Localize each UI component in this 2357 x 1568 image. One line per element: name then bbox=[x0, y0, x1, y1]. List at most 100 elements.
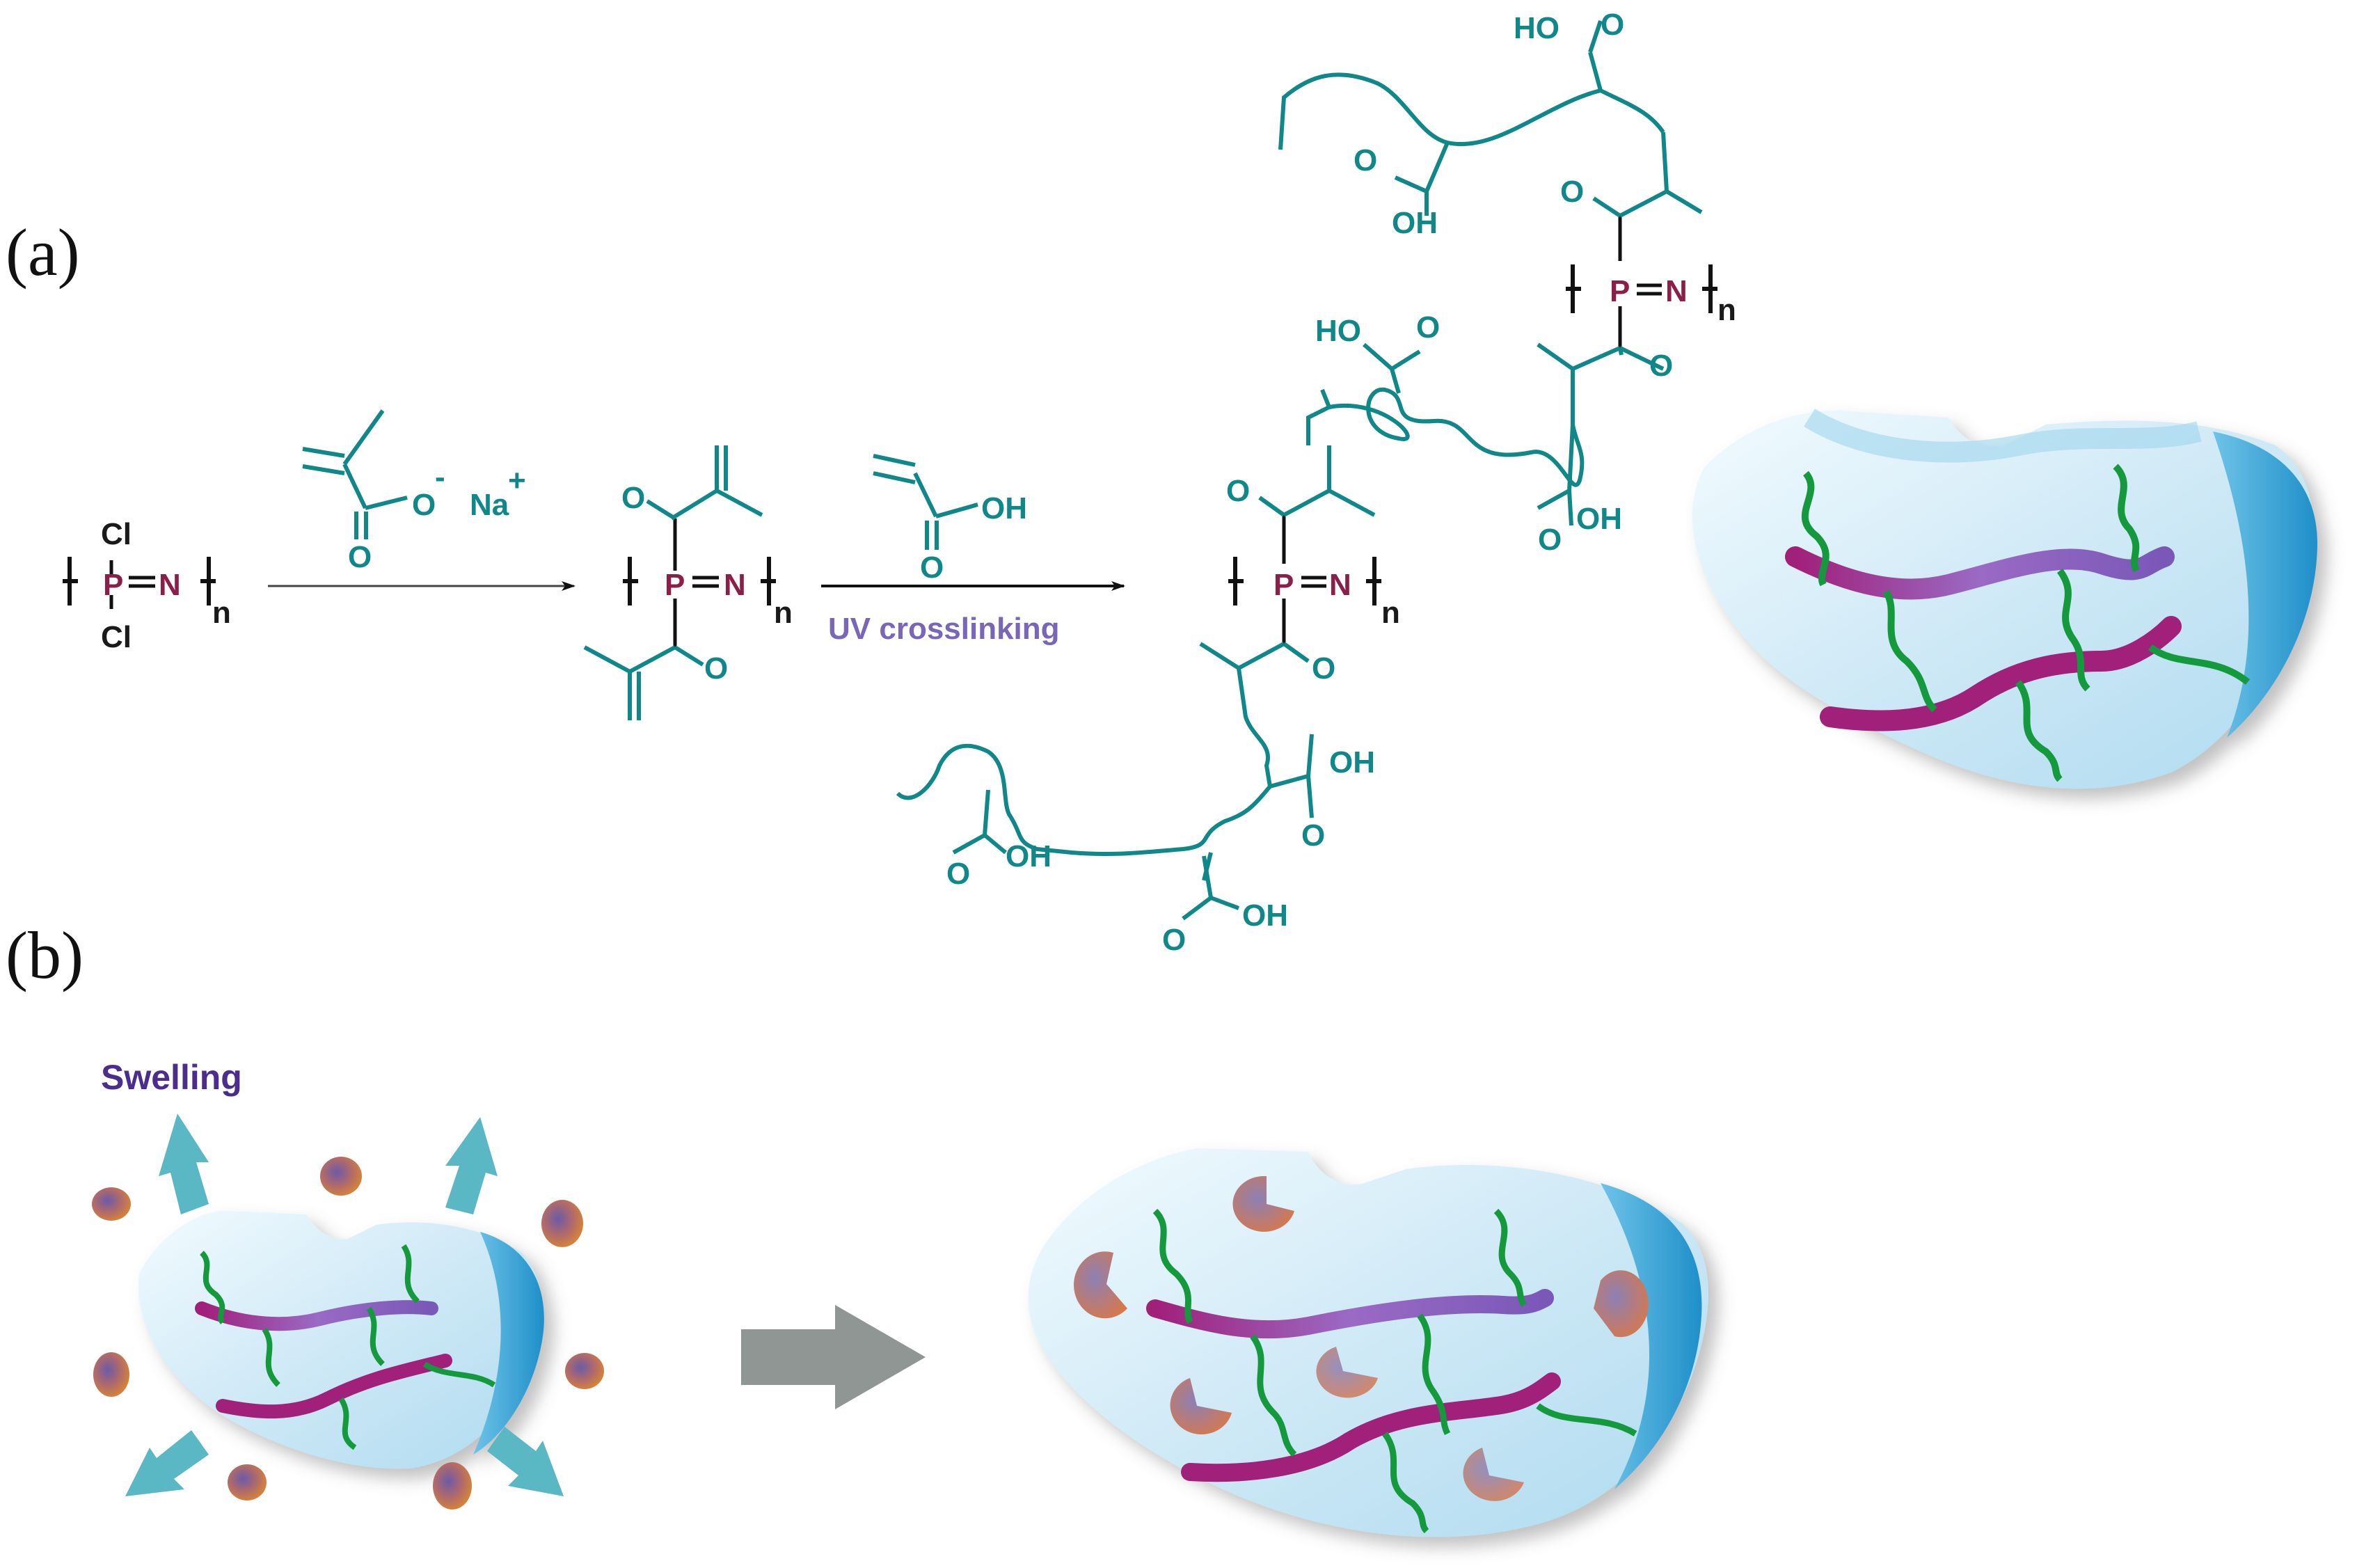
monomer-brackets bbox=[63, 557, 216, 605]
product-main-p: P bbox=[1273, 568, 1294, 602]
drug-particles-outside bbox=[92, 1157, 604, 1510]
panel-label-b: (b) bbox=[6, 918, 84, 992]
loaded-drug-5 bbox=[1316, 1347, 1378, 1398]
reagent1-bonds bbox=[302, 409, 408, 539]
polymer-chain-magenta-a bbox=[1820, 616, 2182, 731]
polymer-chain-violet-b-right bbox=[1146, 1289, 1554, 1339]
product-mid-o: O bbox=[1416, 310, 1440, 345]
product-left-acid-oh: OH bbox=[1392, 206, 1438, 240]
drug-particle-1 bbox=[92, 1187, 131, 1221]
swelling-label: Swelling bbox=[101, 1058, 242, 1097]
crosslink-2-b-left bbox=[262, 1327, 280, 1387]
intermediate-top-group bbox=[646, 445, 763, 521]
crosslink-1-b-right bbox=[1152, 1208, 1193, 1324]
reagent-acrylic-acid: OH O bbox=[873, 454, 1027, 585]
intermediate-subscript-n: n bbox=[774, 596, 793, 630]
product-right-acid-bonds bbox=[1269, 734, 1314, 818]
swelling-arrows bbox=[125, 1114, 564, 1496]
monomer-cl-bottom: Cl bbox=[101, 620, 132, 654]
product-main-top-carbonyl bbox=[1258, 445, 1376, 517]
loaded-drug-3 bbox=[1594, 1270, 1649, 1338]
product-structure: P N n O HO O O OH O O OH HO O P N n O O bbox=[896, 8, 1736, 957]
product-left-bottom-o: O bbox=[946, 857, 970, 891]
polymer-chain-magenta-b-left bbox=[216, 1354, 452, 1419]
polymer-chain-magenta-b-right bbox=[1181, 1372, 1561, 1482]
product-bottom-oh: OH bbox=[1242, 898, 1288, 933]
reagent1-o-carbonyl: O bbox=[348, 540, 372, 574]
product-central-linker bbox=[1306, 387, 1585, 487]
drug-particles-loaded bbox=[1073, 1175, 1649, 1501]
reagent1-minus: - bbox=[435, 460, 445, 494]
intermediate-structure: O P N O n bbox=[583, 445, 793, 720]
crosslink-5-b-left bbox=[338, 1397, 357, 1450]
crosslink-1-b-left bbox=[199, 1251, 225, 1324]
monomer-subscript-n: n bbox=[212, 596, 231, 630]
process-arrow bbox=[741, 1305, 926, 1409]
product-main-brackets bbox=[1228, 557, 1381, 605]
hydrogel-chains-b-right bbox=[1146, 1208, 1637, 1534]
crosslink-5-a bbox=[2015, 680, 2063, 782]
product-upper-pn-bonds bbox=[1618, 216, 1662, 348]
drug-particle-3 bbox=[541, 1200, 583, 1247]
reagent2-bonds bbox=[873, 454, 978, 550]
product-right-oh: OH bbox=[1329, 745, 1375, 779]
product-main-carbonyl-o: O bbox=[1226, 474, 1250, 508]
crosslink-4-a bbox=[2113, 464, 2140, 573]
hydrogel-side-b-left bbox=[473, 1232, 544, 1455]
drug-particle-4 bbox=[93, 1352, 129, 1397]
loaded-drug-4 bbox=[1170, 1378, 1232, 1435]
crosslink-4-b-right bbox=[1493, 1208, 1527, 1307]
intermediate-o-bottom: O bbox=[704, 651, 728, 686]
crosslink-6-a bbox=[2148, 644, 2251, 685]
swelling-arrow-up-left bbox=[159, 1114, 209, 1214]
product-mid-right-o: O bbox=[1538, 523, 1562, 557]
reagent2-oh: OH bbox=[981, 491, 1027, 525]
reagent1-na: Na bbox=[470, 488, 509, 522]
product-top-ho: HO bbox=[1514, 11, 1560, 45]
product-upper-lower-carbonyl bbox=[1537, 342, 1665, 425]
drug-particle-6 bbox=[228, 1464, 267, 1500]
intermediate-pn-bonds bbox=[673, 518, 719, 647]
product-mid-right-acid-bonds bbox=[1537, 424, 1575, 526]
crosslink-6-b-right bbox=[1536, 1403, 1637, 1436]
loaded-drug-6 bbox=[1463, 1448, 1524, 1501]
product-top-o: O bbox=[1601, 8, 1624, 42]
monomer-cl-top: Cl bbox=[101, 517, 132, 551]
product-left-bottom-acid-bonds bbox=[952, 789, 1007, 855]
product-left-bottom-oh: OH bbox=[1006, 839, 1051, 873]
panel-label-a: (a) bbox=[6, 215, 80, 290]
crosslink-2-b-right bbox=[1250, 1334, 1297, 1457]
monomer-p: P bbox=[103, 568, 123, 602]
product-upper-p: P bbox=[1610, 274, 1630, 308]
crosslink-1-a bbox=[1801, 470, 1830, 587]
hydrogel-body-b-left bbox=[138, 1211, 541, 1469]
crosslink-2-a bbox=[1882, 589, 1937, 713]
crosslink-5-b-right bbox=[1382, 1432, 1429, 1534]
swelling-arrow-down-right bbox=[487, 1427, 564, 1496]
product-mid-ho: HO bbox=[1315, 314, 1361, 348]
hydrogel-body-b-right bbox=[1028, 1148, 1708, 1537]
product-bottom-o: O bbox=[1162, 923, 1186, 957]
hydrogel-chains-a bbox=[1785, 464, 2251, 782]
reagent2-o: O bbox=[920, 551, 944, 585]
loaded-drug-2 bbox=[1073, 1251, 1127, 1319]
intermediate-p: P bbox=[665, 568, 685, 602]
product-upper-n: N bbox=[1665, 274, 1688, 308]
hydrogel-network-b-left bbox=[138, 1211, 544, 1469]
crosslink-3-b-left bbox=[366, 1306, 385, 1366]
crosslink-3-a bbox=[2056, 569, 2090, 692]
polymer-chain-violet-b-left bbox=[195, 1300, 438, 1331]
hydrogel-body-a bbox=[1692, 411, 2312, 789]
monomer-structure: Cl P N Cl n bbox=[63, 517, 231, 654]
monomer-bonds bbox=[109, 560, 155, 609]
drug-particle-2 bbox=[320, 1157, 362, 1196]
swelling-arrow-up-right bbox=[445, 1117, 498, 1214]
reagent1-o-minus: O bbox=[412, 488, 436, 522]
intermediate-n: N bbox=[724, 568, 746, 602]
product-main-subscript: n bbox=[1381, 596, 1400, 630]
product-main-n: N bbox=[1329, 568, 1351, 602]
product-upper-brackets bbox=[1566, 264, 1717, 313]
drug-particle-5 bbox=[565, 1353, 604, 1389]
product-lower-carbonyl-o: O bbox=[1312, 651, 1335, 686]
